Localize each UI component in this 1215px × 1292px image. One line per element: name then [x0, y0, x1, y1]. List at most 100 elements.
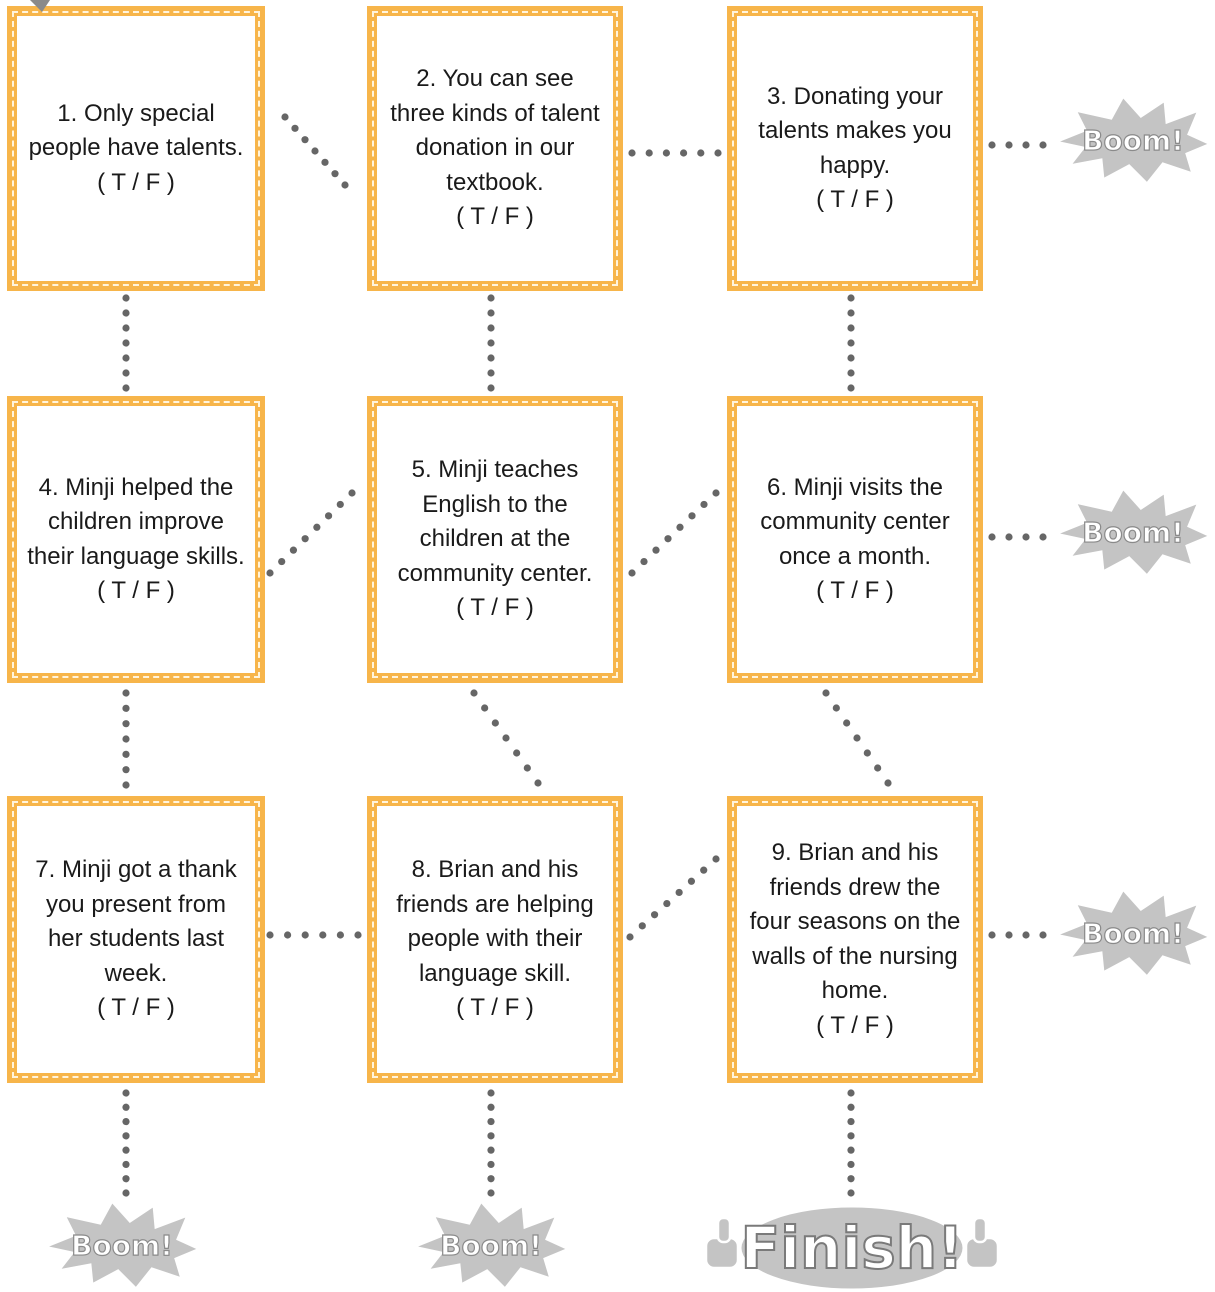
- path-dot: [311, 147, 319, 155]
- path-dot: [487, 1117, 495, 1126]
- path-dot: [487, 309, 495, 317]
- path-dot: [319, 931, 327, 939]
- path-dot: [122, 339, 130, 347]
- quiz-card-9[interactable]: 9. Brian and his friends drew the four s…: [727, 796, 983, 1083]
- path-dot: [301, 136, 309, 144]
- path-dot: [650, 911, 659, 919]
- quiz-card-7[interactable]: 7. Minji got a thank you present from he…: [7, 796, 265, 1083]
- path-dot: [487, 1146, 495, 1154]
- path-dot: [1005, 141, 1013, 149]
- quiz-card-4[interactable]: 4. Minji helped the children improve the…: [7, 396, 265, 683]
- quiz-card-3[interactable]: 3. Donating your talents makes you happy…: [727, 6, 983, 291]
- path-dot: [122, 1146, 130, 1154]
- path-dot: [122, 720, 130, 728]
- path-dot: [470, 689, 478, 697]
- card-statement: 6. Minji visits the community center onc…: [760, 473, 950, 570]
- true-false-choice[interactable]: ( T / F ): [97, 577, 175, 604]
- true-false-choice[interactable]: ( T / F ): [97, 994, 175, 1022]
- path-dot: [513, 749, 521, 757]
- quiz-card-2[interactable]: 2. You can see three kinds of talent don…: [367, 6, 623, 291]
- path-dot: [502, 734, 510, 742]
- path-dot: [1005, 931, 1013, 939]
- true-false-choice[interactable]: ( T / F ): [816, 1011, 894, 1039]
- finish-banner: Finish!: [704, 1204, 1000, 1292]
- path-dot: [534, 779, 542, 787]
- path-dot: [700, 500, 708, 509]
- true-false-choice[interactable]: ( T / F ): [456, 594, 534, 622]
- boom-burst-icon: Boom!: [1053, 887, 1213, 979]
- thumbs-up-icon: [964, 1216, 1000, 1270]
- quiz-card-5[interactable]: 5. Minji teaches English to the children…: [367, 396, 623, 683]
- quiz-card-1[interactable]: 1. Only special people have talents. ( T…: [7, 6, 265, 291]
- path-dot: [284, 931, 292, 939]
- path-dot: [645, 149, 653, 157]
- path-dot: [652, 546, 660, 554]
- path-dot: [301, 535, 309, 543]
- path-dot: [122, 766, 130, 774]
- path-dot: [122, 735, 130, 743]
- path-dot: [832, 704, 840, 712]
- path-dot: [122, 354, 130, 362]
- path-dot: [122, 750, 130, 758]
- path-dot: [884, 779, 892, 787]
- path-dot: [122, 294, 130, 302]
- path-dot: [324, 512, 333, 520]
- boom-burst-icon: Boom!: [42, 1199, 202, 1291]
- path-dot: [662, 149, 671, 157]
- path-dot: [687, 877, 696, 885]
- path-dot: [847, 384, 855, 392]
- path-dot: [1005, 533, 1013, 541]
- path-dot: [301, 931, 309, 939]
- path-dot: [331, 170, 339, 178]
- boom-label: Boom!: [1082, 917, 1184, 950]
- path-dot: [289, 546, 298, 554]
- true-false-choice[interactable]: ( T / F ): [456, 203, 534, 231]
- path-dot: [523, 764, 531, 772]
- true-false-choice[interactable]: ( T / F ): [816, 577, 894, 604]
- path-dot: [122, 1117, 130, 1126]
- path-dot: [680, 149, 688, 157]
- path-dot: [354, 931, 362, 939]
- true-false-choice[interactable]: ( T / F ): [816, 186, 894, 213]
- path-dot: [122, 781, 130, 789]
- path-dot: [638, 922, 646, 930]
- path-dot: [122, 1089, 130, 1097]
- path-dot: [697, 149, 705, 157]
- path-dot: [491, 719, 499, 727]
- path-dot: [348, 489, 356, 497]
- path-dot: [122, 324, 130, 332]
- path-dot: [664, 535, 672, 543]
- path-dot: [863, 749, 871, 757]
- path-dot: [988, 533, 996, 541]
- path-dot: [266, 569, 274, 577]
- boom-burst-icon: Boom!: [1053, 94, 1213, 186]
- path-dot: [847, 354, 855, 362]
- path-dot: [487, 324, 495, 332]
- path-dot: [487, 1189, 495, 1197]
- path-dot: [847, 1132, 855, 1140]
- path-dot: [675, 888, 683, 897]
- card-statement: 1. Only special people have talents.: [28, 99, 244, 162]
- path-dot: [628, 569, 636, 577]
- path-dot: [487, 1160, 495, 1169]
- path-dot: [822, 689, 830, 697]
- path-dot: [626, 933, 634, 941]
- boom-label: Boom!: [440, 1229, 542, 1262]
- path-dot: [281, 113, 289, 121]
- card-statement: 7. Minji got a thank you present from he…: [35, 856, 237, 987]
- path-dot: [266, 931, 274, 939]
- true-false-choice[interactable]: ( T / F ): [456, 994, 534, 1022]
- path-dot: [487, 1175, 495, 1183]
- boom-label: Boom!: [1082, 516, 1184, 549]
- path-dot: [847, 309, 855, 317]
- path-dot: [853, 734, 861, 742]
- path-dot: [847, 1089, 855, 1097]
- path-dot: [278, 557, 286, 566]
- quiz-card-8[interactable]: 8. Brian and his friends are helping peo…: [367, 796, 623, 1083]
- quiz-card-6[interactable]: 6. Minji visits the community center onc…: [727, 396, 983, 683]
- true-false-choice[interactable]: ( T / F ): [97, 168, 175, 196]
- path-dot: [847, 339, 855, 347]
- boom-burst-icon: Boom!: [1053, 486, 1213, 578]
- path-dot: [1039, 931, 1047, 939]
- path-dot: [1039, 533, 1047, 541]
